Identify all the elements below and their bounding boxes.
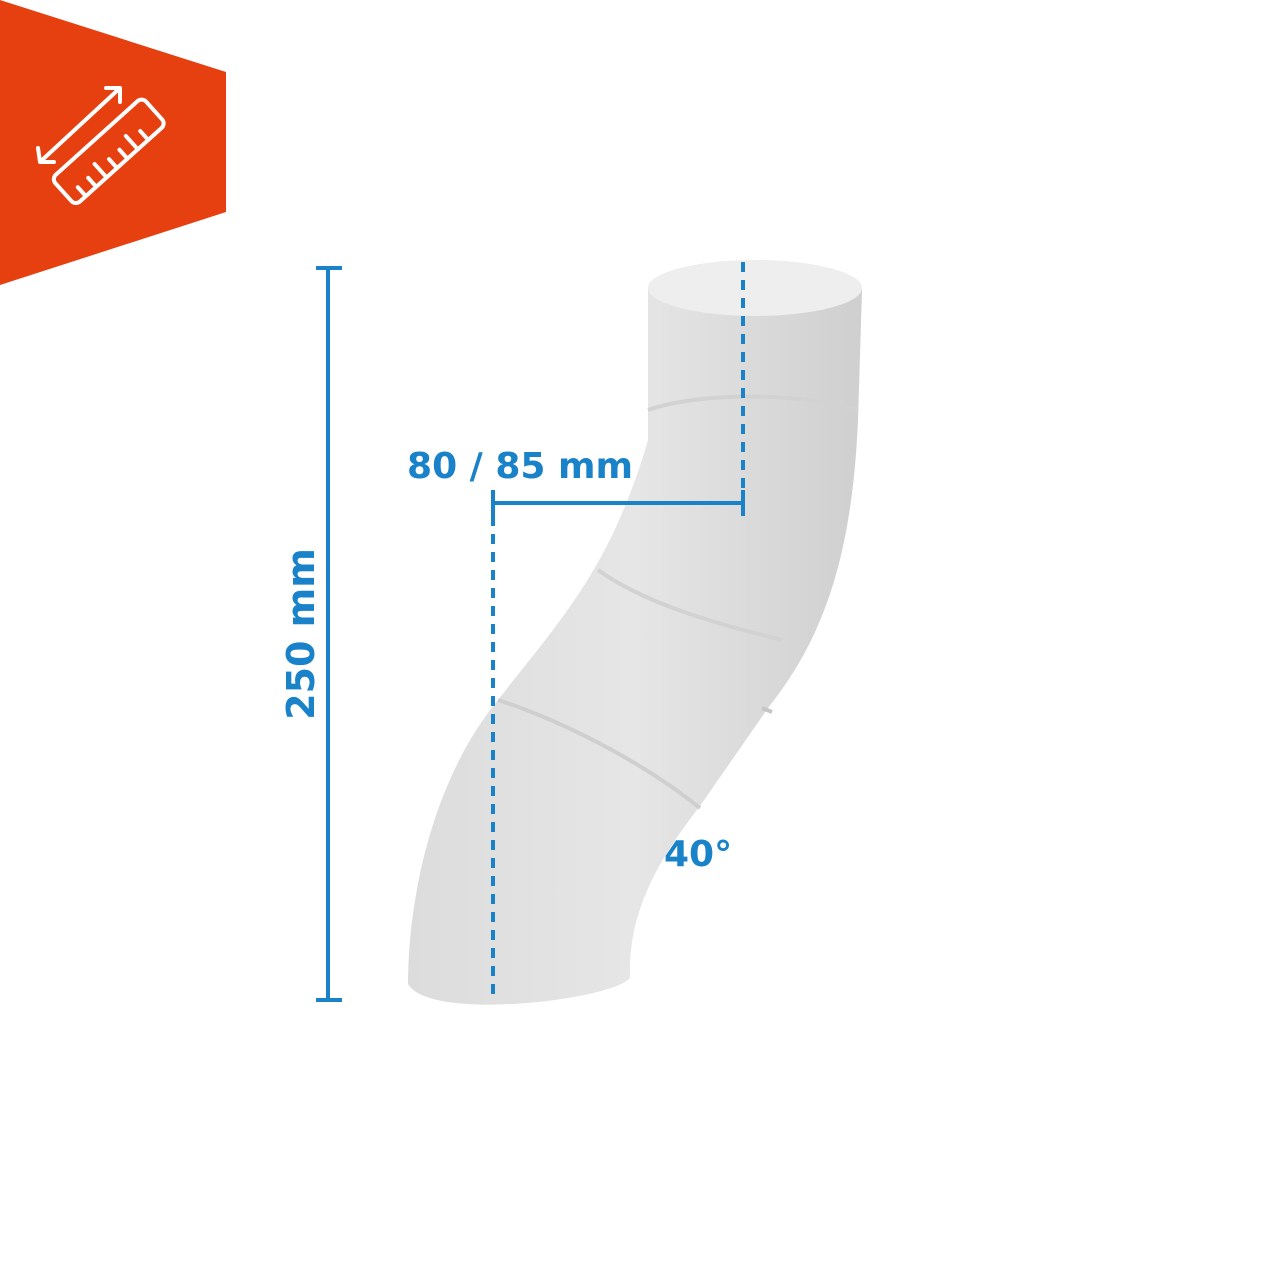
pipe-seam-step [761,706,773,714]
pipe-top-opening [648,260,862,316]
angle-label: 40° [664,834,732,875]
pipe-seam-middle [596,568,783,642]
offset-dimension [491,262,745,1002]
height-dimension-label: 250 mm [279,548,323,720]
pipe-body [408,264,862,1005]
offset-dimension-label: 80 / 85 mm [407,446,633,487]
badge-background [0,0,226,285]
pipe-seam-upper [647,394,859,412]
offset-pipe [408,260,862,1005]
pipe-seam-lower [497,698,702,810]
height-dimension [316,266,342,1002]
ruler-icon [36,86,166,206]
measurement-badge [0,0,226,285]
